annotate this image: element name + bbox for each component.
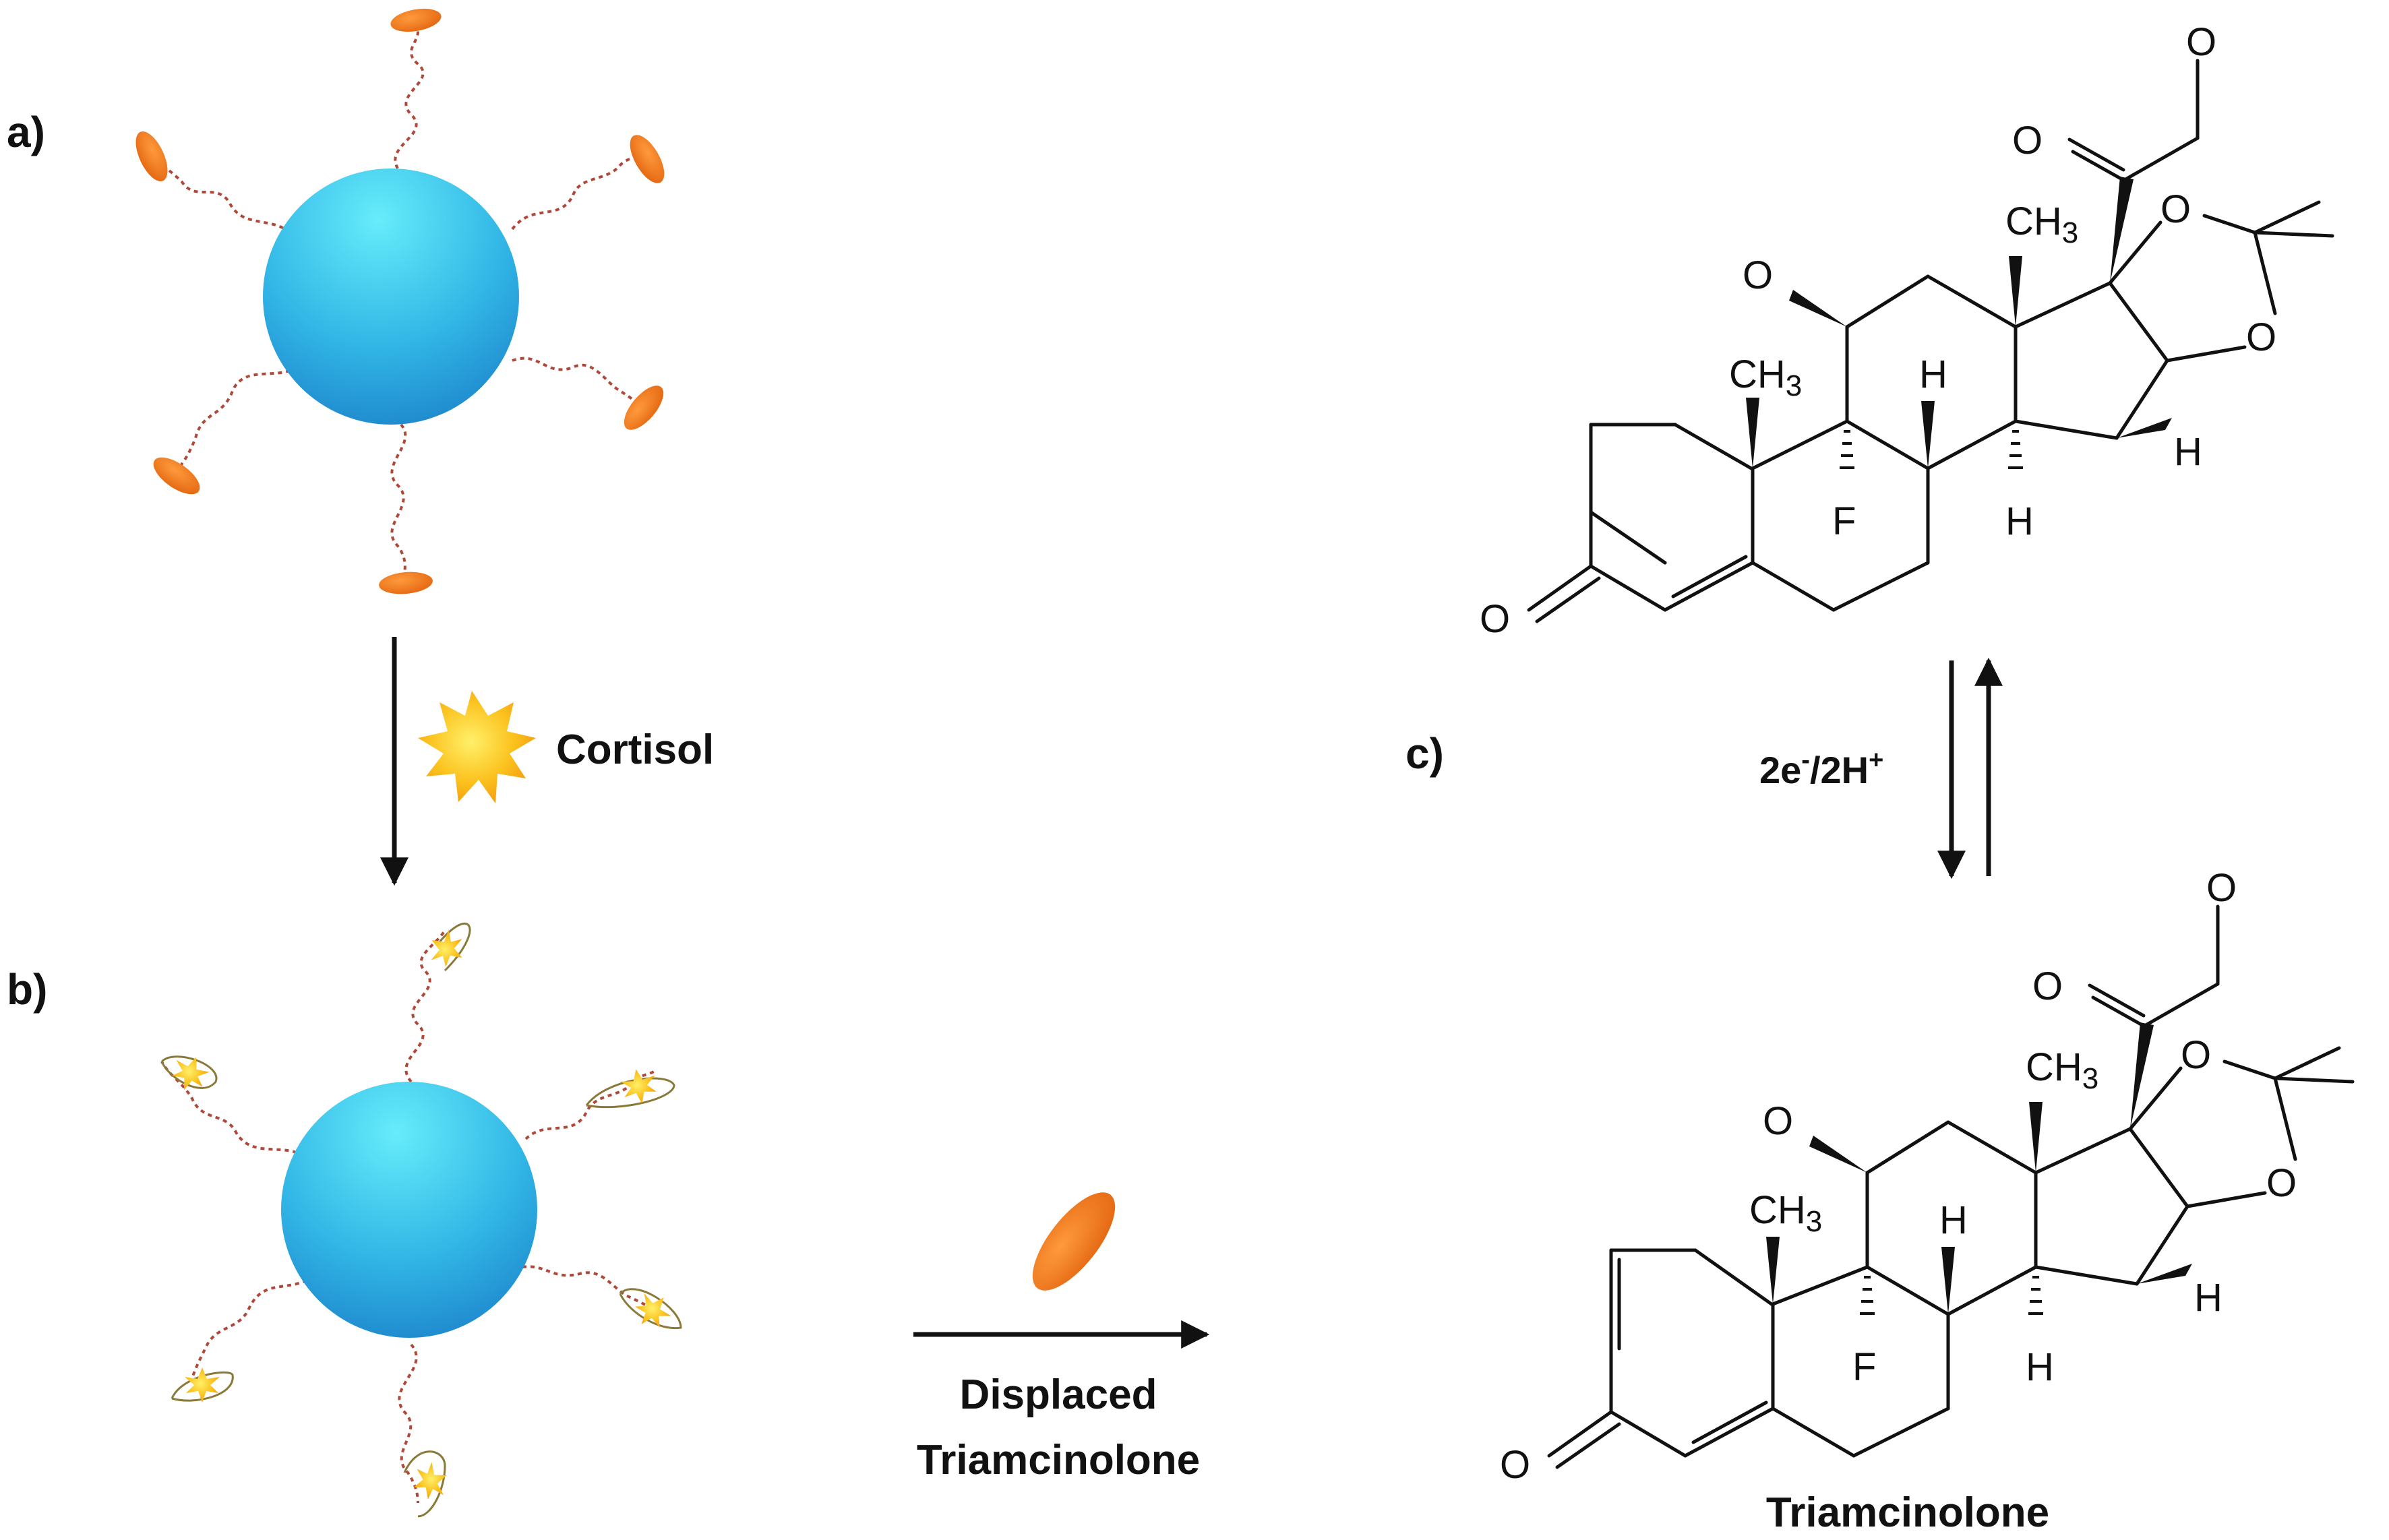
wedges-bottom (1766, 1022, 2192, 1314)
linker-chain (160, 1061, 297, 1154)
binding-loop (585, 1077, 675, 1109)
triamcinolone-tag-icon (390, 8, 442, 32)
nanoparticle-sphere-a (263, 168, 519, 425)
atom-O-top-5: O (1743, 253, 1773, 297)
methyl-top-1-base: CH (1729, 352, 1786, 396)
linker-chain (511, 156, 648, 230)
electron-proton-label: 2e-/2H+ (1759, 746, 1883, 791)
methyl-top-2-sub: 3 (2062, 216, 2078, 249)
binding-loop (160, 1055, 218, 1089)
atom-H-bottom-1: H (1939, 1198, 1968, 1242)
methyl-bottom-1-base: CH (1749, 1188, 1806, 1232)
linker-chain (398, 1343, 419, 1504)
hashed-bonds-bottom (1860, 1276, 2043, 1315)
methyl-bottom-2: CH3 (2026, 1045, 2098, 1095)
bound-cortisol-icon (634, 1293, 671, 1328)
wedge-bond (2029, 1102, 2043, 1173)
atom-O-bottom-5: O (1763, 1099, 1793, 1143)
wedge-bond (1766, 1237, 1780, 1304)
triamcinolone-tag-icon (153, 457, 200, 495)
cortisol-icon (418, 691, 536, 803)
molecule-bottom (1547, 904, 2355, 1469)
linker-chain (522, 1265, 658, 1312)
wedge-bond (1941, 1247, 1955, 1314)
wedge-bond (2117, 418, 2172, 438)
bound-cortisol-icon (413, 1462, 447, 1500)
bound-cortisol-icon (185, 1367, 220, 1403)
atom-F-bottom: F (1852, 1345, 1876, 1389)
linker-chain (390, 423, 407, 577)
linker-chain (512, 357, 645, 409)
atom-F-top: F (1832, 499, 1856, 543)
binding-loop (403, 1450, 446, 1518)
binding-loop (619, 1288, 682, 1330)
atom-labels-bottom: O O O O O O F H H H CH3 CH3 (1500, 866, 2297, 1487)
bound-cortisol-icons (172, 929, 671, 1500)
methyl-bottom-2-sub: 3 (2082, 1062, 2098, 1095)
bound-cortisol-icon (172, 1057, 210, 1090)
triamcinolone-tag-icon (624, 386, 664, 430)
atom-H-top-3: H (2174, 430, 2202, 474)
wedge-bond (1809, 1136, 1867, 1173)
atom-O-top-2: O (2012, 119, 2043, 162)
methyl-top-1: CH3 (1729, 352, 1802, 402)
equilibrium-label-sup1: - (1801, 746, 1810, 774)
linker-chain (150, 151, 291, 234)
atom-O-top-3: O (2160, 187, 2191, 231)
linker-chain (191, 1279, 307, 1379)
atom-H-top-1: H (1919, 352, 1947, 396)
wedge-bond (2137, 1264, 2192, 1284)
wedge-bond (1921, 401, 1935, 468)
linker-chains-b (160, 929, 658, 1504)
molecule-top (1527, 59, 2334, 623)
panel-label-a: a) (7, 108, 45, 156)
methyl-top-1-sub: 3 (1786, 369, 1802, 402)
atom-O-bottom-4: O (2266, 1161, 2297, 1205)
triamcinolone-tag-icon (379, 572, 433, 594)
methyl-top-2: CH3 (2005, 199, 2078, 249)
equilibrium-label-sup2: + (1869, 746, 1883, 774)
bound-cortisol-icon (620, 1069, 657, 1104)
linker-chain (394, 19, 425, 169)
wedge-bond (1746, 398, 1759, 468)
atom-O-top-6: O (1480, 597, 1510, 641)
atom-H-bottom-3: H (2194, 1276, 2222, 1320)
methyl-bottom-2-base: CH (2026, 1045, 2082, 1089)
panel-label-c: c) (1405, 729, 1444, 778)
methyl-top-2-base: CH (2005, 199, 2062, 243)
displaced-label-line2: Triamcinolone (917, 1437, 1200, 1483)
molecule-name-label: Triamcinolone (1766, 1489, 2049, 1536)
displaced-triamcinolone-icon (1032, 1192, 1116, 1291)
nanoparticle-sphere-b (281, 1082, 537, 1338)
displaced-label-line1: Displaced (960, 1372, 1157, 1418)
equilibrium-label-mid: /2H (1810, 749, 1869, 791)
bound-cortisol-icon (431, 929, 462, 967)
triamcinolone-tags-a (135, 8, 665, 594)
atom-H-bottom-2: H (2026, 1345, 2054, 1389)
atom-O-bottom-3: O (2181, 1033, 2211, 1077)
linker-chain (174, 369, 291, 473)
cortisol-label: Cortisol (556, 727, 714, 773)
atom-O-bottom-1: O (2206, 866, 2237, 910)
atom-O-top-1: O (2186, 20, 2216, 64)
methyl-bottom-1: CH3 (1749, 1188, 1822, 1238)
atom-O-bottom-2: O (2032, 964, 2063, 1008)
nanoparticle-a-group (135, 8, 665, 594)
atom-O-bottom-6: O (1500, 1443, 1530, 1487)
linker-chains-a (150, 19, 648, 577)
nanoparticle-b-group (160, 922, 682, 1518)
wedge-bond (1789, 290, 1847, 327)
panel-label-b: b) (7, 965, 47, 1014)
methyl-bottom-1-sub: 3 (1806, 1205, 1822, 1238)
hashed-bonds-top (1840, 430, 2023, 469)
equilibrium-label-base1: 2e (1759, 749, 1801, 791)
wedge-bond (2009, 256, 2022, 327)
atom-O-top-4: O (2246, 315, 2276, 359)
wedge-bond (2130, 1022, 2154, 1129)
atom-H-top-2: H (2005, 499, 2034, 543)
wedge-bond (2110, 177, 2134, 283)
triamcinolone-tag-icon (630, 135, 665, 183)
triamcinolone-tag-icon (135, 131, 168, 182)
